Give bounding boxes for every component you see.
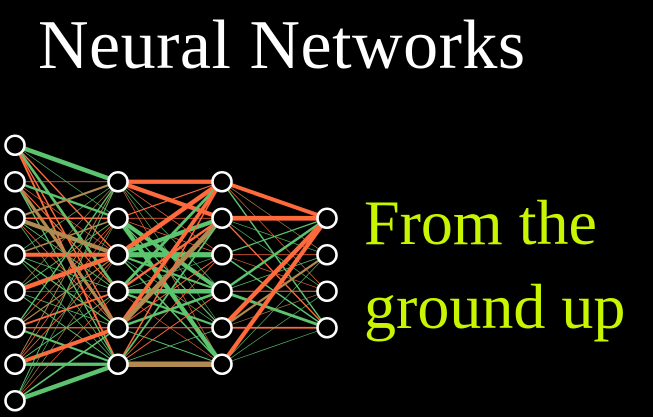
edge <box>221 254 328 365</box>
neuron-layer-1 <box>4 353 26 376</box>
neuron-layer-1 <box>4 316 26 339</box>
edge <box>117 327 223 365</box>
edge <box>117 217 223 365</box>
edge <box>116 180 224 293</box>
neuron-layer-2 <box>107 243 129 266</box>
edge <box>117 254 223 365</box>
edge <box>14 218 119 401</box>
edges <box>13 143 329 403</box>
neuron-layer-1 <box>4 280 26 303</box>
neuron-layer-3 <box>211 207 233 230</box>
title: Neural Networks <box>38 7 526 84</box>
neuron-layer-1 <box>4 134 26 157</box>
edge <box>220 217 329 366</box>
edge <box>116 180 224 329</box>
edge <box>14 291 119 401</box>
edge <box>221 217 328 256</box>
edge <box>221 327 328 365</box>
neuron-layer-4 <box>316 280 338 303</box>
neuron-layer-3 <box>211 316 233 339</box>
edge <box>14 181 119 365</box>
edge <box>14 362 119 403</box>
neuron-layer-1 <box>4 170 26 193</box>
neuron-layer-3 <box>211 243 233 266</box>
edge <box>221 217 328 293</box>
neuron-layer-4 <box>316 316 338 339</box>
nodes <box>4 134 338 412</box>
neuron-layer-1 <box>4 389 26 412</box>
edge <box>117 181 223 219</box>
edge <box>221 290 328 365</box>
edge <box>117 181 223 365</box>
edge <box>14 181 119 401</box>
edge <box>220 216 329 330</box>
neuron-layer-2 <box>107 170 129 193</box>
edge <box>117 290 223 365</box>
edge <box>14 180 119 220</box>
edge <box>221 179 328 221</box>
neuron-layer-3 <box>211 280 233 303</box>
neuron-layer-1 <box>4 207 26 230</box>
edge <box>116 179 224 257</box>
neuron-layer-3 <box>211 353 233 376</box>
edge <box>14 143 119 184</box>
neuron-layer-2 <box>107 280 129 303</box>
neuron-layer-4 <box>316 207 338 230</box>
neuron-layer-2 <box>107 207 129 230</box>
edge <box>14 181 119 256</box>
neuron-layer-2 <box>107 316 129 339</box>
subtitle-line-2: ground up <box>364 271 626 342</box>
neuron-layer-1 <box>4 243 26 266</box>
subtitle-line-1: From the <box>364 187 597 258</box>
edge <box>14 181 119 329</box>
edge <box>14 181 119 292</box>
neuron-layer-3 <box>211 170 233 193</box>
neuron-layer-4 <box>316 243 338 266</box>
edge <box>14 327 119 402</box>
neuron-layer-2 <box>107 353 129 376</box>
edge <box>14 254 119 401</box>
